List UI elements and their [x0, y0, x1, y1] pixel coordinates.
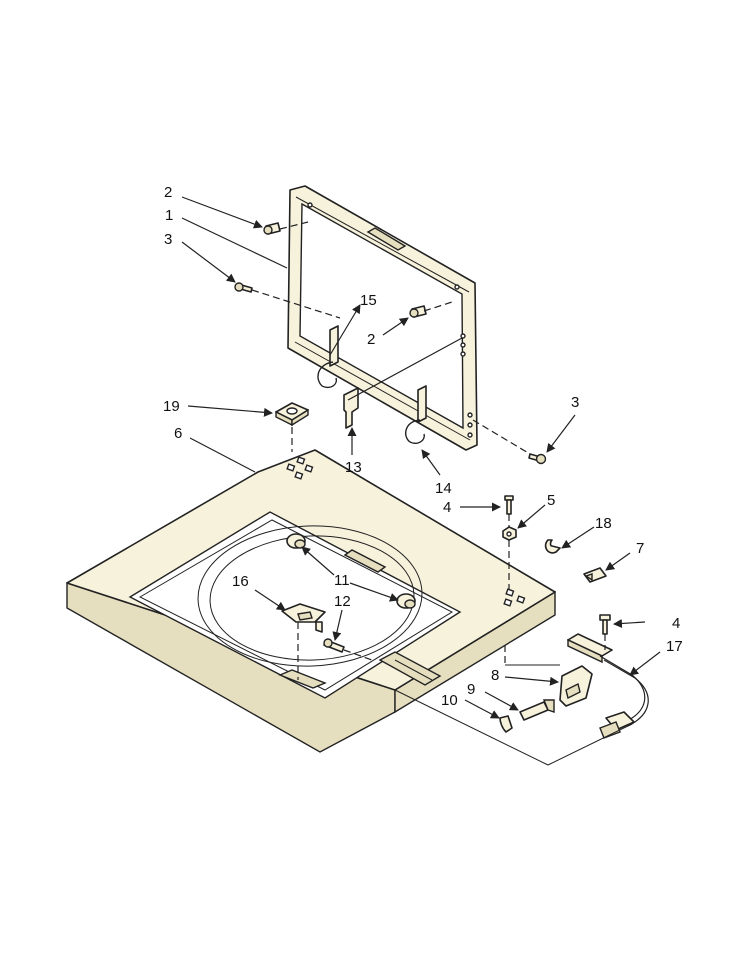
callout-2-upper: 2	[164, 184, 172, 201]
callout-1: 1	[165, 207, 173, 224]
callout-16: 16	[232, 573, 249, 590]
bleach-funnel	[281, 603, 326, 633]
callout-3-upper: 3	[164, 231, 172, 248]
switch-8	[559, 665, 593, 707]
callout-9: 9	[467, 681, 475, 698]
callout-18: 18	[595, 515, 612, 532]
hinge-pad	[275, 402, 309, 427]
screw-4-upper	[504, 495, 514, 515]
callout-13: 13	[345, 459, 362, 476]
screw-2-upper	[263, 222, 281, 235]
lid-switch-assembly	[567, 633, 649, 739]
top-panel	[66, 449, 556, 753]
callout-3-lower: 3	[571, 394, 579, 411]
clip-18	[544, 539, 561, 554]
hinge-right	[405, 385, 427, 444]
nut-5	[502, 526, 517, 541]
hinge-bracket	[343, 387, 359, 429]
bumper-upper	[286, 533, 306, 549]
callout-4-lower: 4	[672, 615, 680, 632]
callout-7: 7	[636, 540, 644, 557]
lid-frame	[287, 185, 478, 451]
screw-3-upper	[234, 282, 253, 293]
callout-10: 10	[441, 692, 458, 709]
screw-2-lower	[409, 305, 427, 318]
clip-10	[499, 715, 513, 733]
callout-labels: 2 1 3 15 2 3 19 6 13 14 4 5 18 7 16 11 1…	[163, 184, 683, 709]
screw-12	[323, 638, 345, 653]
leader-lines	[181, 196, 661, 719]
plunger-9	[519, 699, 555, 721]
assembly-lines	[251, 221, 633, 766]
callout-11: 11	[334, 572, 350, 589]
callout-5: 5	[547, 492, 555, 509]
bumper-lower	[396, 593, 416, 609]
callout-19: 19	[163, 398, 180, 415]
clip-7	[583, 567, 607, 583]
callout-17: 17	[666, 638, 683, 655]
screw-3-lower	[528, 453, 547, 465]
callout-8: 8	[491, 667, 499, 684]
callout-2-lower: 2	[367, 331, 375, 348]
screw-4-lower	[599, 614, 611, 635]
callout-4-upper: 4	[443, 499, 451, 516]
callout-12: 12	[334, 593, 351, 610]
callout-15: 15	[360, 292, 377, 309]
callout-6: 6	[174, 425, 182, 442]
callout-14: 14	[435, 480, 452, 497]
